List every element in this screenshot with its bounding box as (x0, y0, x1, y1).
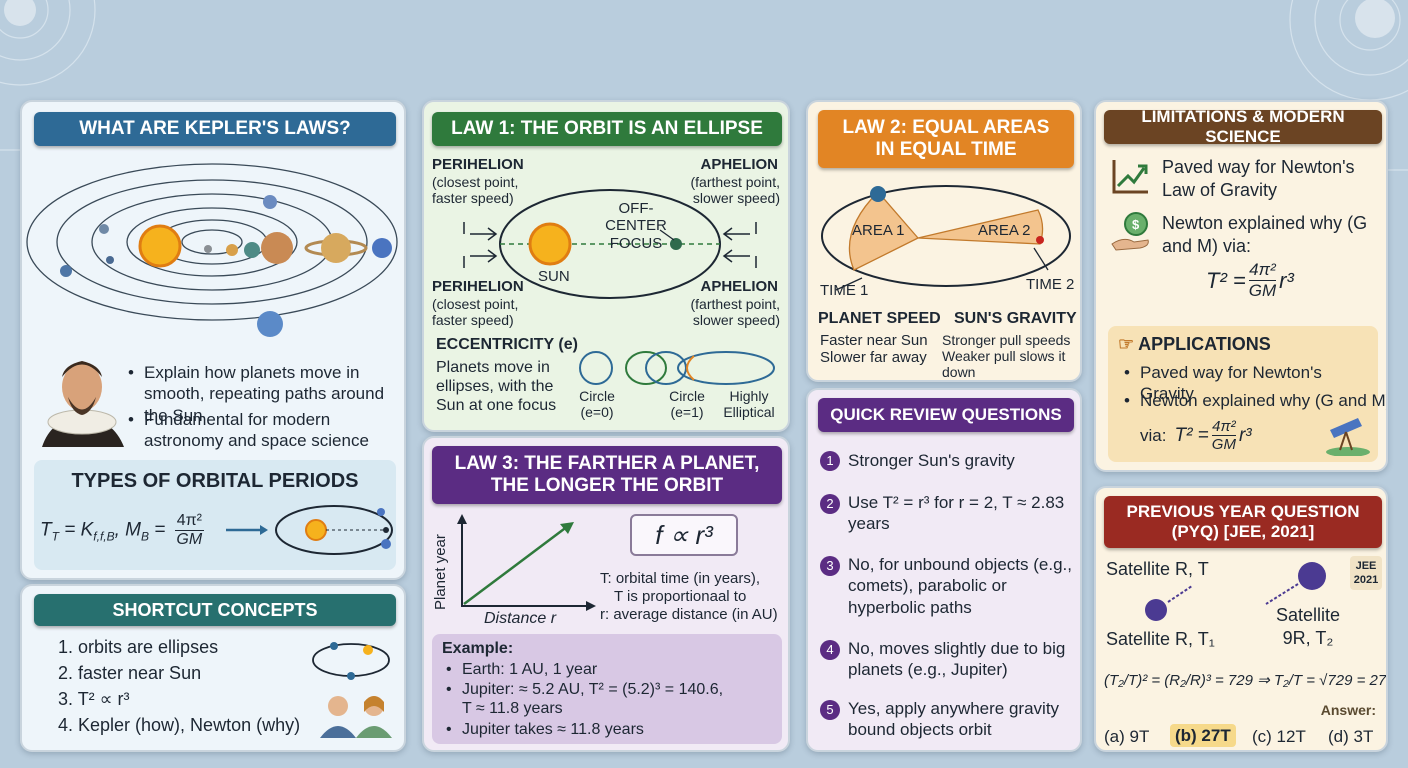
law1-title: LAW 1: THE ORBIT IS AN ELLIPSE (432, 112, 782, 146)
pyq-equation: (T₂/T)² = (R₂/R)³ = 729 ⇒ T₂/T = √729 = … (1104, 672, 1387, 689)
pyq-title: PREVIOUS YEAR QUESTION (PYQ) [JEE, 2021] (1104, 496, 1382, 548)
law3-xlabel: Distance r (484, 610, 557, 627)
law1-aphelion-bottom-note: (farthest point, slower speed) (690, 296, 781, 329)
law2-speed-title: PLANET SPEED (818, 310, 941, 327)
law1-aphelion-top-note: (farthest point, slower speed) (690, 174, 781, 207)
law1-perihelion-top-note: (closest point, faster speed) (432, 174, 519, 207)
law1-perihelion-top: PERIHELION (432, 156, 524, 173)
pyq-panel: PREVIOUS YEAR QUESTION (PYQ) [JEE, 2021]… (1094, 486, 1388, 752)
pointing-hand-icon: ☞ (1118, 334, 1135, 354)
pyq-satellite-right: Satellite 9R, T₂ (1275, 605, 1341, 648)
limits-formula: T² = 4π² GM r³ (1206, 260, 1294, 300)
pyq-badge: JEE 2021 (1350, 556, 1382, 590)
applications-formula: via: T² = 4π² GM r³ (1140, 418, 1252, 453)
kepler-bullet-2: Fundamental for modern astronomy and spa… (128, 409, 404, 452)
sun-icon (138, 224, 182, 268)
applications-item-2: Newton explained why (G and M) (1124, 390, 1386, 412)
law1-panel: LAW 1: THE ORBIT IS AN ELLIPSE PERIHELIO… (422, 100, 790, 432)
law1-eccentricity-title: ECCENTRICITY (e) (436, 336, 578, 353)
law3-formula-box: f ∝ r³ (630, 514, 738, 556)
limits-item-1: Paved way for Newton's Law of Gravity (1162, 157, 1355, 200)
svg-text:$: $ (1132, 217, 1140, 232)
sun-icon (528, 222, 572, 266)
orbital-period-formula: TT = Kf,f,B, MB = 4π² GM (40, 512, 204, 548)
law2-time1: TIME 1 (820, 282, 869, 299)
review-title: QUICK REVIEW QUESTIONS (818, 398, 1074, 432)
kepler-title: WHAT ARE KEPLER'S LAWS? (34, 112, 396, 146)
eccentricity-circle1-label: Circle (e=1) (669, 388, 705, 421)
law3-example-3: T ≈ 11.8 years (462, 700, 563, 717)
shortcut-item-2: 2. faster near Sun (58, 663, 202, 683)
law2-diagram (821, 185, 1071, 291)
law2-area1: AREA 1 (852, 222, 905, 239)
pyq-option-b[interactable]: (b) 27T (1170, 724, 1236, 748)
orbit-period-diagram (226, 505, 393, 555)
shortcut-item-4: 4. Kepler (how), Newton (why) (58, 715, 301, 735)
law3-title: LAW 3: THE FARTHER A PLANET, THE LONGER … (432, 446, 782, 504)
applications-box: ☞APPLICATIONS Paved way for Newton's Gra… (1108, 326, 1386, 462)
kepler-portrait (32, 347, 132, 447)
law3-example-box: Example: Earth: 1 AU, 1 year Jupiter: ≈ … (432, 634, 782, 744)
eccentricity-shapes (579, 351, 775, 385)
law2-panel: LAW 2: EQUAL AREAS IN EQUAL TIME AREA 1 … (806, 100, 1082, 382)
shortcut-panel: SHORTCUT CONCEPTS 1. orbits are ellipses… (20, 584, 406, 752)
money-hand-icon: $ (1111, 212, 1149, 251)
law2-time2: TIME 2 (1026, 276, 1075, 293)
pyq-satellite-top: Satellite R, T (1106, 559, 1209, 579)
law2-speed-text: Faster near Sun Slower far away (820, 332, 928, 367)
shortcut-title: SHORTCUT CONCEPTS (34, 594, 396, 626)
pyq-answer-label: Answer: (1320, 702, 1376, 718)
telescope-icon (1326, 418, 1370, 456)
solar-system-illustration (26, 163, 398, 337)
law3-example-2: Jupiter: ≈ 5.2 AU, T² = (5.2)³ = 140.6, (446, 680, 723, 700)
pyq-option-d[interactable]: (d) 3T (1328, 727, 1374, 746)
pyq-satellite-left: Satellite R, T₁ (1106, 629, 1215, 649)
limits-item-2: Newton explained why (G and M) via: (1162, 213, 1368, 256)
law1-ellipse-diagram (463, 189, 757, 299)
eccentricity-elliptical-label: Highly Elliptical (723, 388, 775, 421)
applications-title: ☞APPLICATIONS (1118, 334, 1271, 354)
law1-perihelion-bottom-note: (closest point, faster speed) (432, 296, 519, 329)
law3-ylabel: Planet year (432, 534, 449, 610)
law3-example-4: Jupiter takes ≈ 11.8 years (446, 720, 644, 740)
orbital-periods-box: TYPES OF ORBITAL PERIODS TT = Kf,f,B, MB… (34, 460, 396, 570)
pyq-option-a[interactable]: (a) 9T (1104, 727, 1150, 746)
pyq-option-c[interactable]: (c) 12T (1252, 727, 1306, 746)
law1-aphelion-top: APHELION (700, 156, 778, 173)
law1-aphelion-bottom: APHELION (700, 278, 778, 295)
law2-gravity-text: Stronger pull speeds Weaker pull slows i… (942, 332, 1071, 381)
law2-area2: AREA 2 (978, 222, 1031, 239)
law3-example-1: Earth: 1 AU, 1 year (446, 660, 597, 680)
growth-chart-icon (1112, 160, 1148, 194)
law3-desc-3: r: average distance (in AU) (600, 606, 778, 623)
limits-title: LIMITATIONS & MODERN SCIENCE (1104, 107, 1382, 146)
law1-perihelion-bottom: PERIHELION (432, 278, 524, 295)
limits-panel: LIMITATIONS & MODERN SCIENCE Paved way f… (1094, 100, 1388, 472)
law3-desc-1: T: orbital time (in years), (600, 570, 761, 587)
law1-focus-label: OFF-CENTER FOCUS (605, 200, 667, 252)
shortcut-orbit-icon (312, 642, 390, 680)
shortcut-item-1: 1. orbits are ellipses (58, 637, 219, 657)
law3-desc-2: T is proportionaal to (614, 588, 747, 605)
law2-title: LAW 2: EQUAL AREAS IN EQUAL TIME (818, 110, 1074, 168)
law3-graph (457, 514, 596, 611)
law3-panel: LAW 3: THE FARTHER A PLANET, THE LONGER … (422, 436, 790, 752)
law2-gravity-title: SUN'S GRAVITY (954, 310, 1077, 327)
law1-eccentricity-text: Planets move in ellipses, with the Sun a… (436, 359, 557, 415)
satellites-illustration (1145, 562, 1326, 621)
law3-example-title: Example: (442, 640, 514, 657)
kepler-panel: WHAT ARE KEPLER'S LAWS? Explain how pla (20, 100, 406, 580)
shortcut-item-3: 3. T² ∝ r³ (58, 689, 130, 709)
orbital-periods-title: TYPES OF ORBITAL PERIODS (71, 470, 359, 492)
eccentricity-circle-label: Circle (e=0) (579, 388, 615, 421)
law1-sun-label: SUN (538, 268, 570, 285)
scientists-icon (320, 696, 392, 738)
